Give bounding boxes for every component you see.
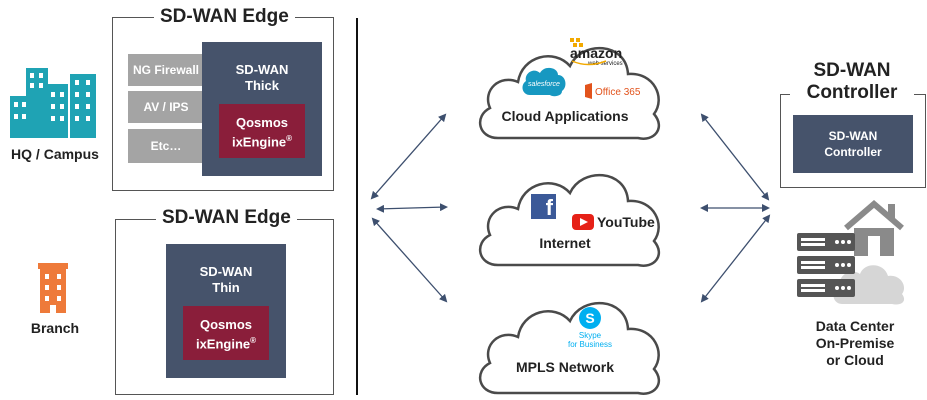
skype-line2: for Business xyxy=(567,340,613,349)
vertical-divider xyxy=(356,18,358,395)
module-ng-firewall: NG Firewall xyxy=(128,54,204,86)
controller-title-line1: SD-WAN xyxy=(813,60,891,81)
controller-title: SD-WAN Controller xyxy=(790,60,914,104)
youtube-logo: YouTube xyxy=(572,214,655,230)
amazon-sub-text: web services xyxy=(587,61,623,67)
arrow-left-to-cloud-apps xyxy=(370,113,447,200)
sd-wan-thin-line1: SD-WAN xyxy=(199,264,253,279)
internet-label: Internet xyxy=(539,235,591,251)
building-icon xyxy=(38,263,68,313)
controller-box-line2: Controller xyxy=(824,145,882,159)
datacenter-line2: On-Premise xyxy=(815,335,895,351)
arrow-right-to-mpls xyxy=(700,214,771,303)
amazon-text: amazon xyxy=(570,45,622,61)
sd-wan-thin-line2: Thin xyxy=(212,280,240,295)
datacenter-line1: Data Center xyxy=(815,318,895,334)
facebook-logo: f xyxy=(531,194,556,220)
module-av-ips: AV / IPS xyxy=(128,91,204,123)
office365-text: Office 365 xyxy=(595,87,641,98)
qosmos-thin-line1: Qosmos xyxy=(199,317,252,332)
datacenter-line3: or Cloud xyxy=(826,352,884,368)
office365-logo: Office 365 xyxy=(585,83,641,99)
datacenter-label: Data Center On-Premise or Cloud xyxy=(786,318,924,369)
qosmos-engine-thin: Qosmos ixEngine® xyxy=(183,306,269,360)
salesforce-logo: salesforce xyxy=(522,67,566,97)
module-etc: Etc… xyxy=(128,129,204,163)
hq-label: HQ / Campus xyxy=(11,146,99,162)
internet-cloud-shape xyxy=(478,173,661,267)
qosmos-thin-line2: ixEngine xyxy=(195,336,251,352)
amazon-logo: amazon web services xyxy=(570,38,623,67)
qosmos-thick-mark: ® xyxy=(286,134,293,143)
sd-wan-thick-line1: SD-WAN xyxy=(235,62,289,77)
sd-wan-edge-thick-title: SD-WAN Edge xyxy=(154,6,295,28)
buildings-icon xyxy=(10,68,96,138)
cloud-applications-label: Cloud Applications xyxy=(501,108,629,124)
skype-line1: Skype xyxy=(578,331,602,340)
youtube-text: YouTube xyxy=(597,214,655,230)
skype-logo: S xyxy=(579,307,601,329)
sd-wan-thick-line2: Thick xyxy=(245,78,279,93)
controller-box: SD-WAN Controller xyxy=(793,115,913,173)
mpls-cloud-shape xyxy=(478,301,661,395)
qosmos-thin-mark: ® xyxy=(250,336,257,345)
arrow-left-to-internet xyxy=(376,203,448,213)
arrow-right-to-cloud-apps xyxy=(700,113,770,201)
qosmos-thick-line2: ixEngine xyxy=(231,134,287,150)
cloud-applications-shape xyxy=(478,46,661,140)
controller-box-line1: SD-WAN xyxy=(828,129,878,143)
skype-text: Skype for Business xyxy=(560,331,620,349)
qosmos-engine-thick: Qosmos ixEngine® xyxy=(219,104,305,158)
qosmos-thick-line1: Qosmos xyxy=(235,115,288,130)
mpls-label: MPLS Network xyxy=(515,359,614,375)
salesforce-text: salesforce xyxy=(528,81,560,88)
house-icon xyxy=(844,200,904,256)
controller-title-line2: Controller xyxy=(806,82,898,103)
sd-wan-edge-thin-title: SD-WAN Edge xyxy=(156,207,297,229)
svg-text:S: S xyxy=(585,310,594,326)
arrow-left-to-mpls xyxy=(371,217,448,303)
servers-icon xyxy=(797,233,855,297)
branch-label: Branch xyxy=(30,320,80,336)
